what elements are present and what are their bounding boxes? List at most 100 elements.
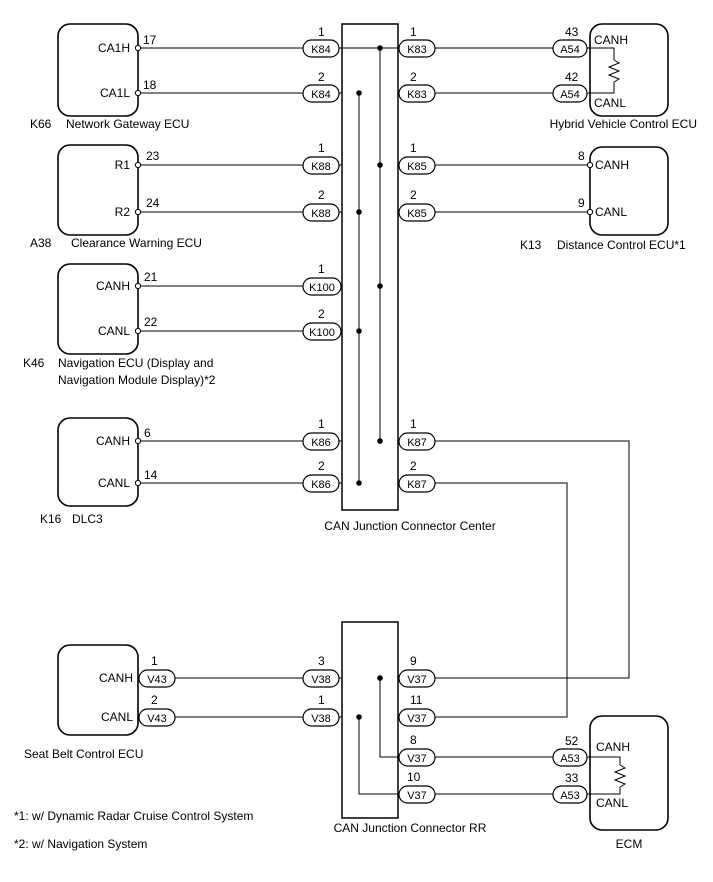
junction-rr-label: CAN Junction Connector RR (334, 821, 487, 835)
connector-tag-label: A53 (560, 753, 580, 765)
resistor-hv (590, 47, 621, 94)
resistor-symbol (613, 764, 627, 788)
connector-tag-label: K87 (407, 437, 427, 449)
connector-tag (302, 669, 340, 688)
ecu-name: ECM (616, 837, 643, 851)
connector-tag (302, 474, 340, 493)
connector-tag (552, 748, 588, 767)
connector-tag-label: A54 (560, 89, 580, 101)
connector-tag (302, 277, 342, 296)
connector-tag-label: V38 (311, 713, 331, 725)
pin-number: 52 (565, 734, 579, 748)
terminal (134, 479, 142, 487)
pin-number: 2 (318, 307, 325, 321)
footnote: *2: w/ Navigation System (14, 837, 147, 851)
junction-dot (377, 675, 383, 681)
connector-tag (398, 39, 436, 58)
connector-tag (552, 84, 588, 103)
connector-tag-label: K84 (311, 44, 331, 56)
connector-tag-label: V43 (147, 713, 167, 725)
resistor-lead (590, 47, 615, 60)
signal-label: CANH (595, 158, 629, 172)
connector-tag (398, 785, 436, 804)
connector-tag (138, 708, 176, 727)
pin-number: 1 (410, 417, 417, 431)
connector-tag (398, 748, 436, 767)
pin-number: 1 (318, 262, 325, 276)
ecu-code: K46 (23, 356, 45, 370)
pin-number: 9 (410, 654, 417, 668)
pin-number: 17 (143, 33, 157, 47)
connector-tag-label: K83 (407, 44, 427, 56)
ecu-name: Network Gateway ECU (66, 117, 189, 131)
connector-tag-label: K86 (311, 437, 331, 449)
bus-canl-rr (358, 717, 398, 795)
navigation-ecu-box (57, 263, 139, 355)
pin-number: 33 (565, 771, 579, 785)
pin-number: 11 (410, 693, 423, 707)
pin-number: 24 (146, 196, 160, 210)
terminal (134, 282, 142, 290)
connector-tag-label: K100 (309, 282, 335, 294)
junction-center-box (341, 23, 399, 511)
junction-rr-box (341, 621, 399, 819)
junction-dot (356, 209, 362, 215)
pin-number: 1 (318, 25, 325, 39)
dlc3-box (57, 417, 139, 507)
pin-number: 43 (565, 25, 579, 39)
signal-label: CANH (594, 33, 628, 47)
junction-dot (377, 162, 383, 168)
resistor-lead (590, 756, 621, 765)
connector-tag-label: V43 (147, 674, 167, 686)
terminal (134, 437, 142, 445)
pin-number: 2 (410, 70, 417, 84)
terminal (586, 208, 594, 216)
pin-number: 42 (565, 70, 579, 84)
signal-label: CANH (99, 671, 133, 685)
connector-tag-label: V37 (407, 790, 427, 802)
connector-tag (138, 669, 176, 688)
signal-label: CANH (596, 740, 630, 754)
terminal (134, 44, 142, 52)
connector-tag (398, 156, 436, 175)
terminal (134, 208, 142, 216)
connector-tag (552, 785, 588, 804)
pin-number: 14 (144, 468, 158, 482)
connector-tag (302, 39, 340, 58)
pin-number: 23 (146, 149, 160, 163)
connector-tag (302, 322, 342, 341)
terminal-circles (134, 44, 594, 487)
pin-number: 6 (144, 426, 151, 440)
ecu-name: Clearance Warning ECU (71, 236, 202, 250)
junction-dots (356, 45, 383, 720)
resistor-lead (590, 787, 621, 795)
connector-tag-label: K100 (309, 327, 335, 339)
connector-tag-label: K88 (311, 161, 331, 173)
signal-label: CA1L (100, 86, 130, 100)
terminal (134, 327, 142, 335)
resistor-lead (590, 82, 615, 94)
pin-number: 2 (318, 459, 325, 473)
resistor-symbol (607, 59, 621, 83)
pin-number: 10 (407, 770, 421, 784)
signal-label: CANL (595, 205, 627, 219)
pin-number: 2 (410, 188, 417, 202)
bus-canh-rr (379, 678, 398, 758)
connector-tag (398, 203, 436, 222)
connector-tag-label: V38 (311, 674, 331, 686)
seat-belt-ecu-box (57, 644, 139, 736)
terminal (586, 161, 594, 169)
wire-k87-v37-canh (398, 440, 630, 679)
ecu-code: K66 (30, 117, 52, 131)
connector-tag (398, 84, 436, 103)
connector-tag-label: A53 (560, 790, 580, 802)
connector-tag (302, 708, 340, 727)
signal-label: CANL (596, 796, 628, 810)
signal-label: CANL (98, 324, 130, 338)
signal-label: R2 (115, 205, 131, 219)
signal-label: CANH (96, 279, 130, 293)
ecu-name: Seat Belt Control ECU (24, 747, 143, 761)
footnote: *1: w/ Dynamic Radar Cruise Control Syst… (14, 809, 253, 823)
pin-number: 1 (151, 654, 158, 668)
